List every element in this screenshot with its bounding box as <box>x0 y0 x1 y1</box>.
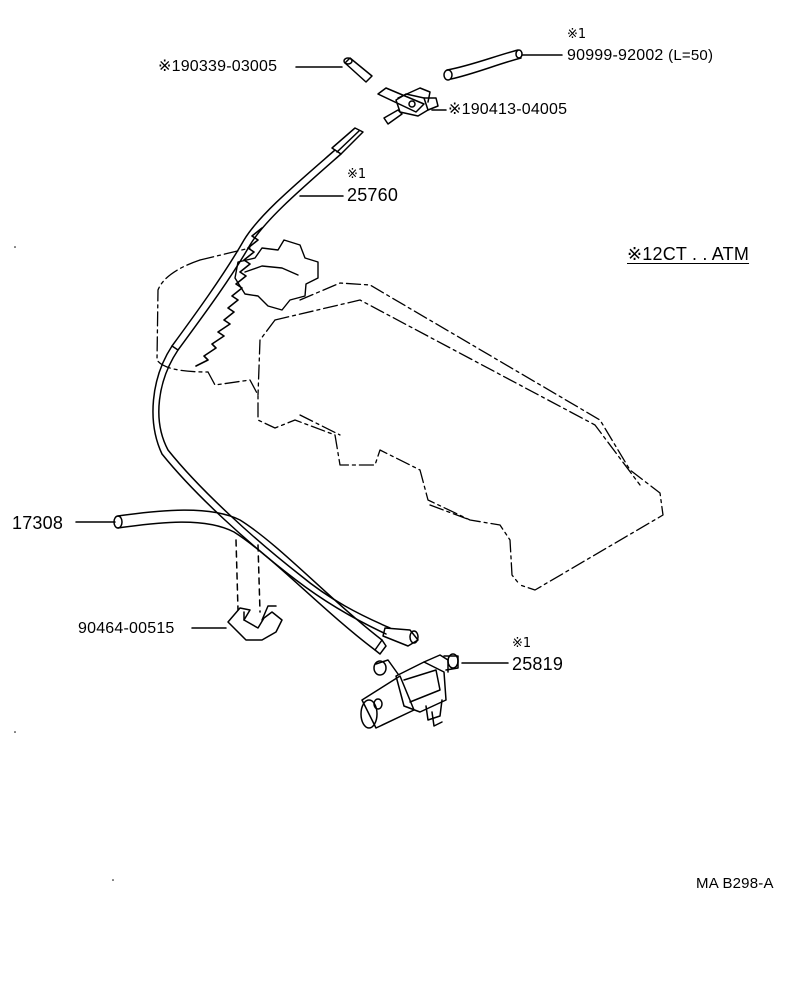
hose-90999-92002 <box>443 49 563 81</box>
note-25760: ※1 <box>347 167 367 182</box>
diagram-code: MA B298-A <box>696 875 774 892</box>
label-190413-04005: ※190413-04005 <box>448 101 567 119</box>
label-25819: 25819 <box>512 654 564 674</box>
engine-outline <box>156 247 664 591</box>
vacuum-connector-190413-04005 <box>377 87 447 125</box>
note-25819: ※1 <box>512 636 532 651</box>
hose-190339-03005 <box>295 57 373 83</box>
note-90999-92002: ※1 <box>567 27 587 42</box>
hose-17308 <box>113 509 387 655</box>
label-90999-92002: 90999-92002 (L=50) <box>567 47 713 65</box>
label-90464-00515: 90464-00515 <box>78 620 175 637</box>
clamp-90464-00515 <box>191 605 283 641</box>
note-mark: ※ <box>158 58 172 75</box>
vsv-25819 <box>360 653 509 729</box>
label-190339-03005: ※190339-03005 <box>158 58 277 76</box>
part-number: 90999-92002 <box>567 47 664 64</box>
clamp-guide-lines <box>235 539 261 613</box>
part-number: 190339-03005 <box>171 58 278 75</box>
applicability-note: ※12CT . . ATM <box>627 244 750 264</box>
note-mark: ※ <box>448 101 462 118</box>
part-number: 190413-04005 <box>461 101 568 118</box>
label-25760: 25760 <box>347 185 399 205</box>
hose-length: (L=50) <box>668 47 714 64</box>
label-17308: 17308 <box>12 513 64 533</box>
oil-filler-cap <box>234 239 319 311</box>
scan-speckles <box>14 246 114 881</box>
hose-25760 <box>152 127 419 647</box>
